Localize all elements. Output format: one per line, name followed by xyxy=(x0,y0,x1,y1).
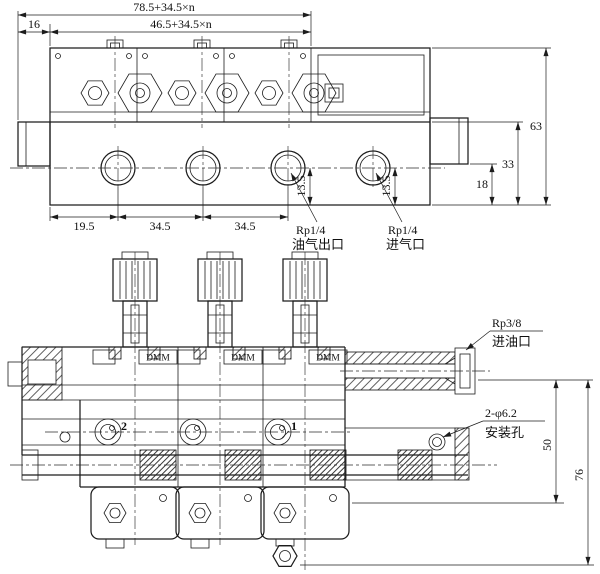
dim-port-pitch-1: 34.5 xyxy=(150,219,171,233)
oil-inlet-name-label: 进油口 xyxy=(492,334,531,349)
plan-body-outline xyxy=(17,47,469,206)
dim-inlet-depth: 13.5 xyxy=(379,176,393,197)
valve-module-3 xyxy=(223,39,337,123)
right-tab xyxy=(429,117,469,165)
bottom-hex-2 xyxy=(188,503,212,523)
outlet-thread-label: Rp1/4 xyxy=(296,223,325,237)
dim-outlet-depth: 13.5 xyxy=(294,176,308,197)
oil-inlet-thread-label: Rp3/8 xyxy=(492,316,521,330)
dim-port-offset: 19.5 xyxy=(74,219,95,233)
left-tab xyxy=(17,121,51,167)
unit-label-2: DMM xyxy=(231,354,255,364)
valve-module-1 xyxy=(49,39,163,123)
outlet-name-label: 油气出口 xyxy=(292,237,344,252)
mount-flange xyxy=(454,427,470,481)
outlet-leader xyxy=(290,172,318,223)
left-stub xyxy=(7,361,23,387)
drain-plug-hex xyxy=(272,544,298,568)
unit-label-3: DMM xyxy=(316,354,340,364)
nameplate-2 xyxy=(223,349,263,365)
dim-height-step: 18 xyxy=(476,177,488,191)
oil-inlet-leader xyxy=(465,330,491,351)
oil-inlet-arm xyxy=(340,347,490,395)
piston-rod-assembly: 2 1 xyxy=(10,418,497,481)
marker-right: 1 xyxy=(291,419,297,433)
dim-port-pitch-2: 34.5 xyxy=(235,219,256,233)
bottom-hex-3 xyxy=(273,503,297,523)
plan-valve-modules xyxy=(49,39,337,123)
mounting-hole xyxy=(428,433,446,451)
dim-height-port-band: 33 xyxy=(502,157,514,171)
mounting-hole-spec-label: 2-φ6.2 xyxy=(485,406,517,420)
end-plug xyxy=(324,83,344,103)
marker-left: 2 xyxy=(121,419,127,433)
unit-label-1: DMM xyxy=(146,354,170,364)
valve-module-2 xyxy=(136,39,250,123)
dim-inner-width: 46.5+34.5×n xyxy=(150,17,212,31)
front-labels: Rp3/8 进油口 2-φ6.2 安装孔 xyxy=(442,316,545,440)
front-centerlines xyxy=(134,252,306,570)
mounting-hole-name-label: 安装孔 xyxy=(485,425,524,440)
dim-left-offset: 16 xyxy=(28,17,40,31)
inlet-leader xyxy=(375,172,403,223)
inlet-thread-label: Rp1/4 xyxy=(388,223,417,237)
manifold-body: DMM DMM DMM xyxy=(7,346,348,488)
nameplate-1 xyxy=(138,349,178,365)
front-dimensions: 50 76 xyxy=(300,379,594,566)
dim-height-mount: 50 xyxy=(540,439,554,451)
dim-height-total-front: 76 xyxy=(572,469,586,481)
dim-height-total: 63 xyxy=(530,119,542,133)
bottom-hex-1 xyxy=(103,503,127,523)
mounting-hole-leader xyxy=(442,420,484,438)
inlet-name-label: 进气口 xyxy=(386,237,425,252)
top-view-plan: 78.5+34.5×n 16 46.5+34.5×n 63 33 18 xyxy=(10,0,551,252)
dim-total-width: 78.5+34.5×n xyxy=(133,0,195,14)
plan-port-labels: Rp1/4 油气出口 Rp1/4 进气口 xyxy=(290,172,425,252)
front-view-section: DMM DMM DMM xyxy=(7,251,594,570)
plan-centerlines xyxy=(10,36,445,190)
plan-dimensions: 78.5+34.5×n 16 46.5+34.5×n 63 33 18 xyxy=(17,0,551,233)
